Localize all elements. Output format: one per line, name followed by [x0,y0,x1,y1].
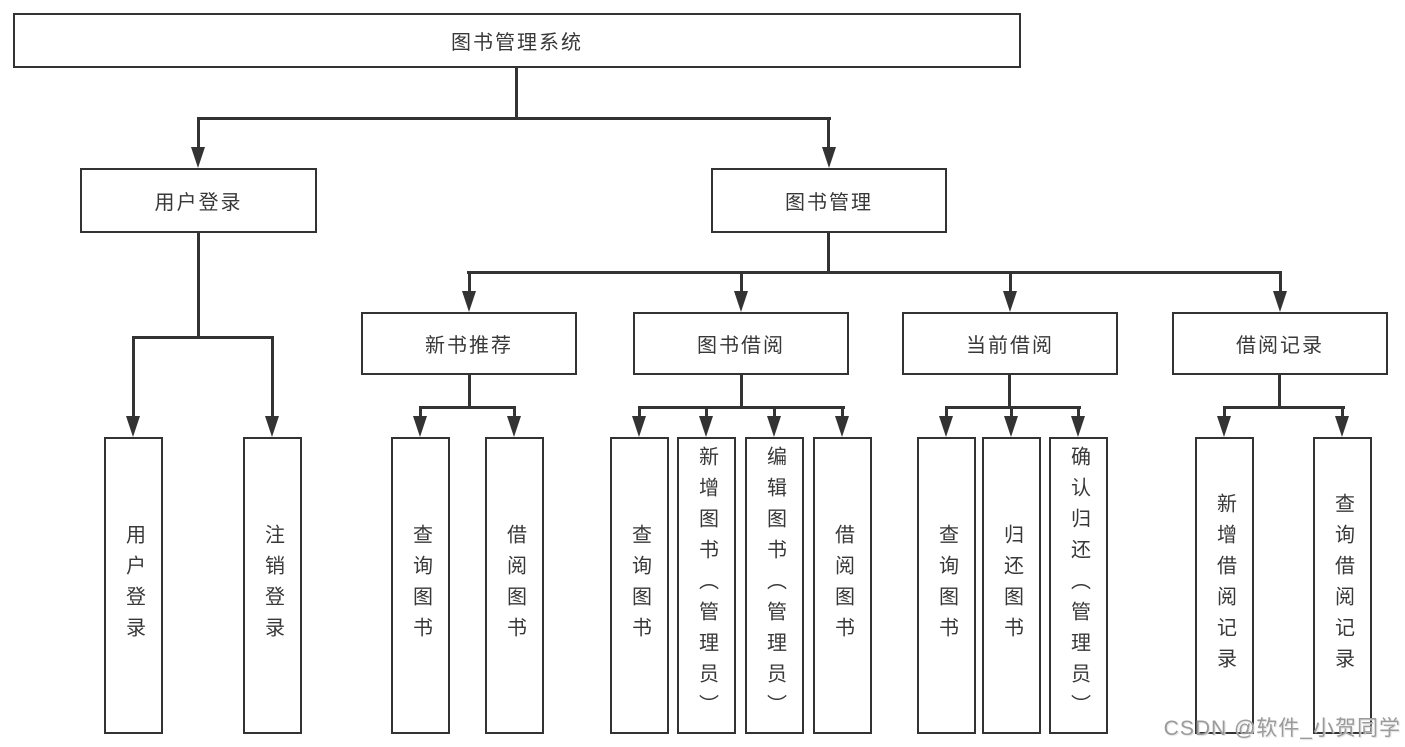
arrowhead-leaf-logout [265,416,279,437]
arrowhead-bb-edit [767,416,781,437]
leaf-br-add-record: 新增借阅记录 [1195,437,1254,734]
node-current-borrow: 当前借阅 [902,312,1118,375]
node-book-borrow: 图书借阅 [633,312,849,375]
node-label: 借阅记录 [1236,335,1324,357]
leaf-bb-add-books-admin: 新增图书（管理员） [677,437,736,734]
leaf-logout-login: 注销登录 [243,437,302,734]
connector-book-borrow-stem [740,375,743,408]
connector-to-new-book-recommend [468,271,471,293]
node-label: 用户登录 [154,192,243,214]
leaf-user-login: 用户登录 [104,437,163,734]
connector-to-bb-edit [773,406,776,418]
leaf-bb-query-books: 查询图书 [610,437,669,734]
arrowhead-new-book-recommend [462,291,476,312]
node-library-management-system: 图书管理系统 [13,13,1021,68]
node-label: 图书借阅 [697,335,785,357]
connector-to-cb-return [1010,406,1013,418]
arrowhead-bb-borrow [835,416,849,437]
connector-new-book-recommend-stem [468,375,471,408]
connector-to-bb-borrow [841,406,844,418]
connector-root-split [197,117,831,120]
arrowhead-cb-query [939,416,953,437]
leaf-nbr-query-books: 查询图书 [391,437,450,734]
connector-to-book-management [827,117,830,150]
connector-borrow-records-stem [1278,375,1281,408]
leaf-label: 查询图书 [628,523,651,648]
connector-book-management-stem [827,232,830,273]
arrowhead-user-login [191,147,205,168]
leaf-label: 用户登录 [122,523,145,648]
arrowhead-nbr-borrow [507,416,521,437]
connector-to-nbr-borrow [513,406,516,418]
arrowhead-current-borrow [1003,291,1017,312]
arrowhead-book-management [822,147,836,168]
leaf-label: 查询图书 [935,523,958,648]
leaf-label: 查询图书 [409,523,432,648]
leaf-label: 借阅图书 [831,523,854,648]
arrowhead-book-borrow [734,291,748,312]
leaf-label: 编辑图书（管理员） [763,446,786,725]
connector-book-management-split [467,271,1282,274]
leaf-label: 借阅图书 [503,523,526,648]
leaf-nbr-borrow-books: 借阅图书 [485,437,544,734]
connector-to-bb-query [638,406,641,418]
leaf-br-query-record: 查询借阅记录 [1313,437,1372,734]
connector-to-cb-confirm [1077,406,1080,418]
arrowhead-cb-return [1004,416,1018,437]
connector-to-br-add [1223,406,1226,418]
arrowhead-br-add [1217,416,1231,437]
connector-new-book-recommend-split [419,406,516,409]
node-borrow-records: 借阅记录 [1172,312,1388,375]
connector-to-book-borrow [740,271,743,293]
leaf-bb-borrow-books: 借阅图书 [813,437,872,734]
connector-to-br-query [1341,406,1344,418]
connector-to-nbr-query [419,406,422,418]
arrowhead-borrow-records [1273,291,1287,312]
node-label: 图书管理系统 [451,32,583,54]
arrowhead-bb-add [699,416,713,437]
connector-to-current-borrow [1009,271,1012,293]
arrowhead-br-query [1335,416,1349,437]
leaf-label: 查询借阅记录 [1331,492,1354,679]
leaf-label: 确认归还（管理员） [1067,446,1090,725]
connector-to-bb-add [705,406,708,418]
node-label: 当前借阅 [966,335,1054,357]
arrowhead-leaf-login [126,416,140,437]
leaf-label: 归还图书 [1000,523,1023,648]
connector-to-leaf-logout [271,336,274,417]
arrowhead-cb-confirm [1071,416,1085,437]
leaf-bb-edit-books-admin: 编辑图书（管理员） [745,437,804,734]
connector-root-stem [515,68,518,118]
arrowhead-nbr-query [413,416,427,437]
leaf-label: 注销登录 [261,523,284,648]
connector-to-leaf-login [132,336,135,417]
leaf-label: 新增图书（管理员） [695,446,718,725]
node-new-book-recommend: 新书推荐 [361,312,577,375]
connector-to-cb-query [945,406,948,418]
leaf-label: 新增借阅记录 [1213,492,1236,679]
node-label: 图书管理 [785,192,873,214]
leaf-cb-confirm-return-admin: 确认归还（管理员） [1049,437,1108,734]
leaf-cb-query-books: 查询图书 [917,437,976,734]
connector-borrow-records-split [1223,406,1345,409]
connector-current-borrow-split [945,406,1081,409]
connector-user-login-stem [197,232,200,337]
connector-current-borrow-stem [1008,375,1011,408]
connector-to-user-login [197,117,200,150]
connector-user-login-split [132,336,274,339]
connector-book-borrow-split [638,406,845,409]
leaf-cb-return-books: 归还图书 [982,437,1041,734]
node-book-management: 图书管理 [711,168,947,233]
arrowhead-bb-query [632,416,646,437]
connector-to-borrow-records [1279,271,1282,293]
node-user-login: 用户登录 [80,168,317,233]
node-label: 新书推荐 [425,335,513,357]
csdn-watermark: CSDN @软件_小贺同学 [1163,717,1401,740]
